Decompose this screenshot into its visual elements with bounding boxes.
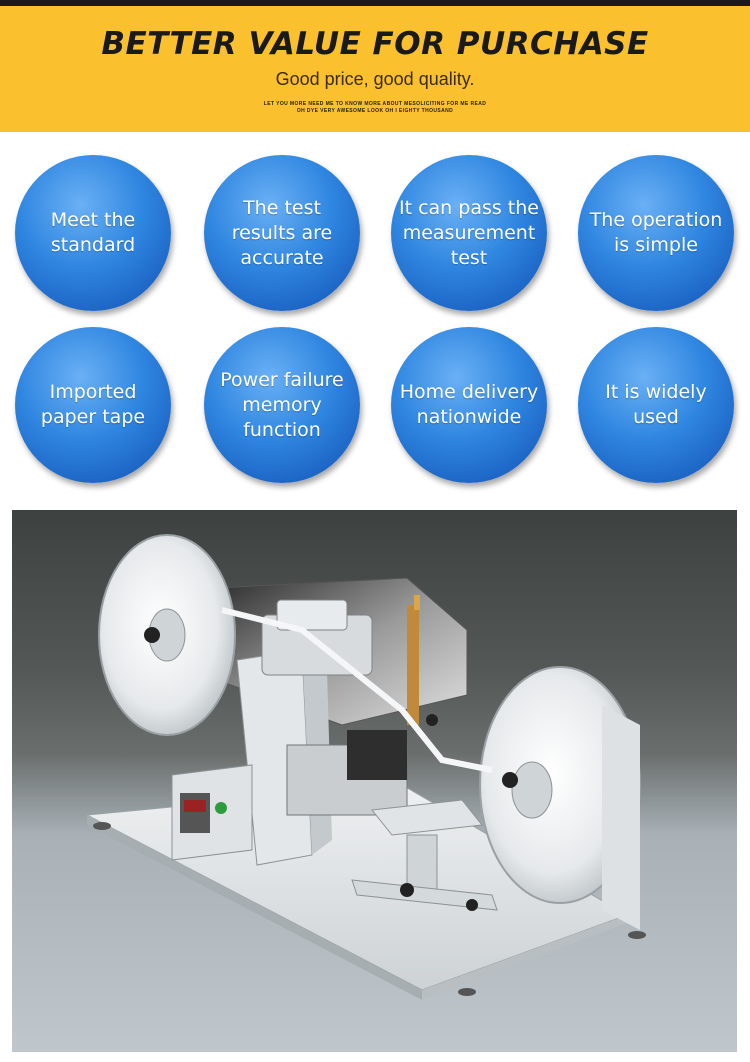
feature-circle-paper-tape: Imported paper tape (15, 327, 171, 483)
feature-label: The test (243, 196, 321, 219)
fine-print-line: LET YOU MORE NEED ME TO KNOW MORE ABOUT … (263, 101, 487, 107)
feature-label: nationwide (416, 406, 522, 428)
fine-print-line: OH DYE VERY AWESOME LOOK OH I EIGHTY THO… (296, 108, 454, 114)
feature-label: test (450, 246, 488, 269)
feature-label: Home delivery (399, 381, 539, 403)
feature-label: used (633, 406, 679, 428)
feature-label: accurate (240, 246, 324, 269)
promo-banner: BETTER VALUE FOR PURCHASE Good price, go… (0, 6, 750, 132)
top-dark-strip (0, 0, 750, 6)
feature-label: results are (231, 221, 333, 244)
feature-circle-measurement: It can pass the measurement test (391, 155, 547, 311)
banner-subtitle: Good price, good quality. (275, 69, 475, 89)
feature-circle-memory: Power failure memory function (204, 327, 360, 483)
feature-circle-accurate: The test results are accurate (204, 155, 360, 311)
feature-label: memory (242, 393, 322, 416)
feature-label: Imported (49, 381, 137, 403)
feature-label: Power failure (220, 368, 344, 391)
feature-circle-widely-used: It is widely used (578, 327, 734, 483)
feature-label: paper tape (40, 406, 146, 428)
feature-label: It can pass the (399, 196, 539, 219)
feature-label: function (243, 418, 321, 441)
feature-label: measurement (402, 221, 536, 244)
feature-label: standard (50, 234, 136, 256)
banner-title: BETTER VALUE FOR PURCHASE (101, 26, 649, 62)
feature-circle-delivery: Home delivery nationwide (391, 327, 547, 483)
feature-label: is simple (614, 234, 698, 256)
feature-label: It is widely (605, 381, 707, 403)
feature-circle-simple: The operation is simple (578, 155, 734, 311)
banner-fine-print: LET YOU MORE NEED ME TO KNOW MORE ABOUT … (0, 101, 750, 115)
feature-label: The operation (589, 209, 723, 231)
feature-label: Meet the (50, 209, 136, 231)
feature-circle-standard: Meet the standard (15, 155, 171, 311)
product-photo (12, 510, 737, 1052)
tape-tester-machine-illustration (85, 534, 646, 1000)
